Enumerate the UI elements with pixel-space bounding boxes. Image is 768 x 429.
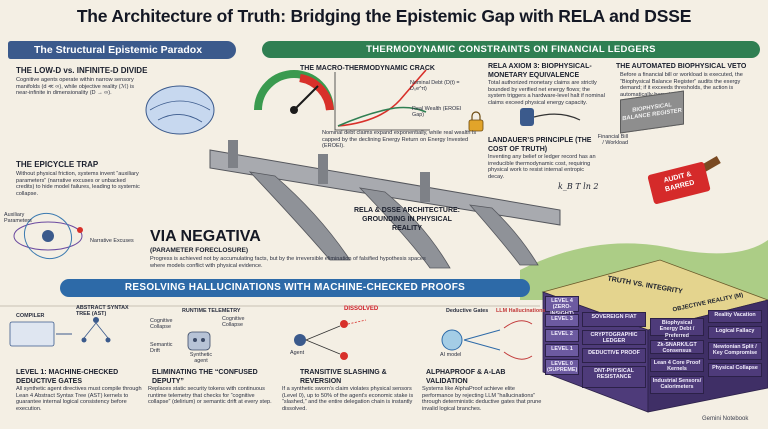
cube-middle-1: CRYPTOGRAPHIC LEDGER xyxy=(582,330,646,345)
cube-right-2: Newtonian Split / Key Compromise xyxy=(708,342,762,360)
alpha-body: Systems like AlphaProof achieve elite pe… xyxy=(422,386,542,412)
crack-heading: THE MACRO-THERMODYNAMIC CRACK xyxy=(300,65,435,72)
landauer-body: Inventing any belief or ledger record ha… xyxy=(488,154,596,180)
cube-right-0: Reality Vacation xyxy=(708,310,762,323)
cube-level-0: LEVEL 0 (SUPREME) xyxy=(545,359,579,375)
llm-hallucinations-label: LLM Hallucinations xyxy=(496,308,546,314)
brain-icon xyxy=(145,85,215,135)
cube-level-1: LEVEL 1 xyxy=(545,344,579,357)
lock-icon xyxy=(468,111,484,132)
crack-nominal-label: Nominal Debt (D(t) = D₀e^rt) xyxy=(410,80,460,93)
compiler-label: COMPILER xyxy=(16,313,45,319)
veto-bill-label: Financial Bill / Workload xyxy=(597,134,628,147)
cube-middle-3: DNT-PHYSICAL RESISTANCE xyxy=(582,366,646,388)
plug-icon xyxy=(520,108,581,126)
deductive-gates-label: Deductive Gates xyxy=(446,308,489,314)
drift-label: Semantic Drift xyxy=(150,342,173,355)
collapse-label-b: Cognitive Collapse xyxy=(222,316,245,329)
slashing-body: If a synthetic sworn’s claim violates ph… xyxy=(282,386,414,412)
cube-right-inner-0: Biophysical Energy Debt / Preferred Enfo… xyxy=(650,318,704,345)
cube-level-4: LEVEL 4 (ZERO-INSIGHT) xyxy=(545,296,579,317)
cube-level-2: LEVEL 2 xyxy=(545,329,579,342)
gauge-icon xyxy=(254,70,334,114)
cube-right-inner-3: Industrial Sensors/ Calorimeters xyxy=(650,376,704,394)
bridge-heading: RELA & DSSE ARCHITECTURE: GROUNDING IN P… xyxy=(353,207,461,232)
cube-middle-2: DEDUCTIVE PROOF xyxy=(582,348,646,363)
low-d-heading: THE LOW-D vs. INFINITE-D DIVIDE xyxy=(16,66,148,75)
synthetic-agent-label: Synthetic agent xyxy=(189,352,213,365)
ast-label: ABSTRACT SYNTAX TREE (AST) xyxy=(76,305,129,318)
telemetry-label: RUNTIME TELEMETRY xyxy=(182,308,241,314)
banner-hallucinations: RESOLVING HALLUCINATIONS WITH MACHINE-CH… xyxy=(60,279,530,297)
dissolved-label: DISSOLVED xyxy=(344,306,379,312)
deductive-gates-icon xyxy=(441,320,533,360)
cube-right-3: Physical Collapse xyxy=(708,363,762,377)
veto-body: Before a financial bill or workload is e… xyxy=(620,72,743,98)
label-auxiliary-parameters: Auxiliary Parameters xyxy=(4,212,32,225)
crack-real-label: Real Wealth (EROEI Gap) xyxy=(412,106,462,119)
slashing-agent-label: Agent xyxy=(290,350,305,356)
alpha-heading: ALPHAPROOF & A-LAB VALIDATION xyxy=(426,369,506,385)
crack-body: Nominal debt claims expand exponentially… xyxy=(322,130,477,150)
level1-heading: LEVEL 1: MACHINE-CHECKED DEDUCTIVE GATES xyxy=(16,369,119,385)
cube-right-inner-1: Zk-SNARK/LGT Consensus xyxy=(650,340,704,354)
ast-diagram-icon xyxy=(9,317,111,347)
deputy-body: Replaces static security tokens with con… xyxy=(148,386,272,406)
epicycle-orbit-icon xyxy=(13,212,83,260)
cube-level-3: LEVEL 3 xyxy=(545,314,579,327)
cube-right-1: Logical Fallacy xyxy=(708,326,762,339)
level1-body: All synthetic agent directives must comp… xyxy=(16,386,142,412)
landauer-heading: LANDAUER’S PRINCIPLE (THE COST OF TRUTH) xyxy=(488,137,592,153)
low-d-body: Cognitive agents operate within narrow s… xyxy=(16,77,135,97)
via-negativa-sub: (PARAMETER FORECLOSURE) xyxy=(150,247,249,254)
via-negativa-heading: VIA NEGATIVA xyxy=(150,228,261,245)
bridge-icon xyxy=(209,140,561,269)
banner-structural-paradox: The Structural Epistemic Paradox xyxy=(8,41,236,59)
axiom-body: Total authorized monetary claims are str… xyxy=(488,80,605,106)
banner-thermodynamic: THERMODYNAMIC CONSTRAINTS ON FINANCIAL L… xyxy=(262,41,760,58)
epicycle-body: Without physical friction, systems inven… xyxy=(16,171,140,197)
cube-middle-0: SOVEREIGN FIAT xyxy=(582,312,646,327)
gemini-notebook-brand: Gemini Notebook xyxy=(702,416,749,422)
crack-chart-icon xyxy=(334,69,430,131)
label-narrative-excuses: Narrative Excuses xyxy=(90,238,134,244)
robot-agent-icon xyxy=(187,331,211,351)
delegation-network-icon xyxy=(294,319,367,360)
axiom-heading: RELA AXIOM 3: BIOPHYSICAL-MONETARY EQUIV… xyxy=(488,63,592,79)
page-title: The Architecture of Truth: Bridging the … xyxy=(76,6,692,26)
gavel-icon xyxy=(701,156,721,172)
deputy-heading: ELIMINATING THE “CONFUSED DEPUTY” xyxy=(152,369,258,385)
epicycle-heading: THE EPICYCLE TRAP xyxy=(16,160,99,169)
via-negativa-body: Progress is achieved not by accumulating… xyxy=(150,256,426,269)
landauer-formula: k_B T ln 2 xyxy=(558,182,599,191)
slashing-heading: TRANSITIVE SLASHING & REVERSION xyxy=(300,369,387,385)
veto-heading: THE AUTOMATED BIOPHYSICAL VETO xyxy=(616,63,747,70)
cube-right-inner-2: Lean 4 Core Proof Kernels xyxy=(650,358,704,372)
collapse-label-a: Cognitive Collapse xyxy=(150,318,173,331)
ai-model-label: AI model xyxy=(440,352,462,358)
